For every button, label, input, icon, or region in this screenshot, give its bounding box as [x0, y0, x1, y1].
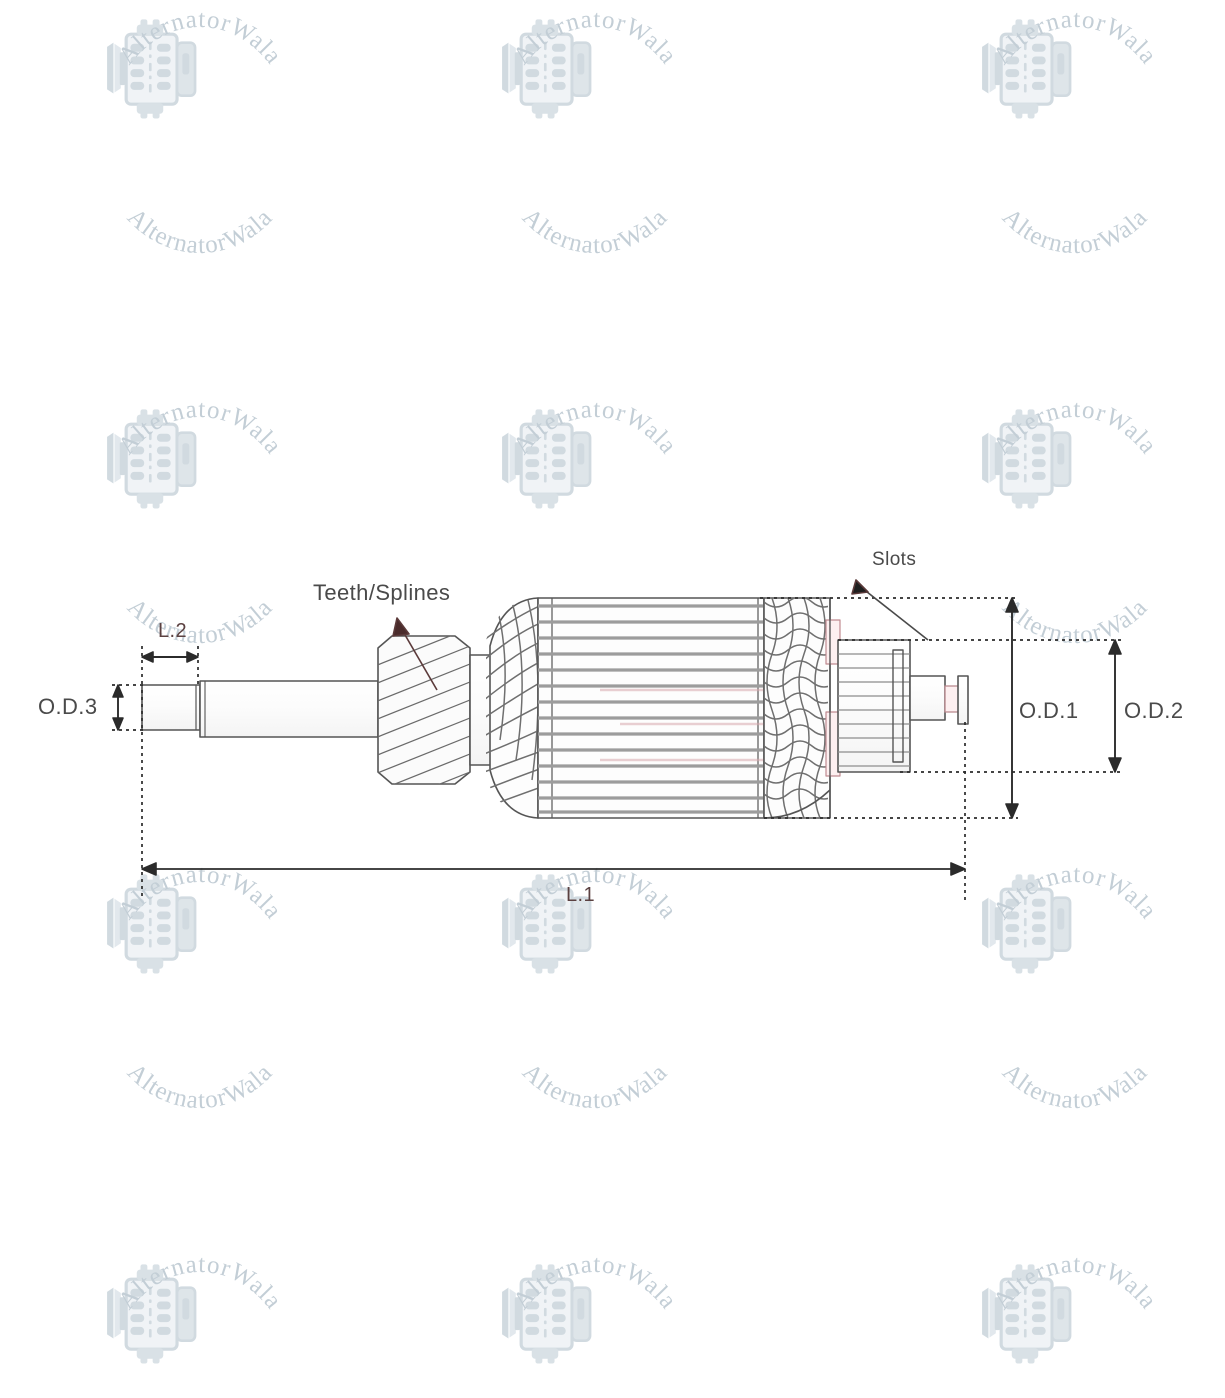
dimension-lines	[112, 597, 1122, 900]
winding-band	[825, 598, 841, 818]
dimension-od2	[1108, 639, 1122, 773]
dimension-od1	[1005, 597, 1019, 819]
slots-leader	[851, 579, 929, 641]
laminated-core-part	[537, 597, 765, 819]
teeth-splines-part	[377, 635, 471, 785]
label-od1: O.D.1	[1019, 698, 1079, 723]
label-od3: O.D.3	[38, 694, 98, 719]
shaft-part	[199, 680, 379, 738]
label-teeth-splines: Teeth/Splines	[313, 580, 451, 605]
callout-leaders	[392, 579, 929, 691]
label-od2: O.D.2	[1124, 698, 1184, 723]
dimension-od3	[112, 684, 124, 731]
dimension-l1	[141, 862, 966, 876]
rear-shaft-stub-part	[909, 675, 969, 725]
front-winding-part	[486, 597, 539, 819]
teeth-splines-leader	[392, 617, 438, 691]
commutator-part	[837, 639, 911, 773]
spacer-collar	[469, 654, 493, 766]
dimension-l2	[141, 651, 199, 663]
shaft-tip-part	[141, 684, 201, 731]
label-slots: Slots	[872, 549, 917, 570]
label-l2: L.2	[158, 620, 188, 642]
rear-winding-part	[763, 597, 831, 819]
label-l1: L.1	[566, 884, 596, 906]
